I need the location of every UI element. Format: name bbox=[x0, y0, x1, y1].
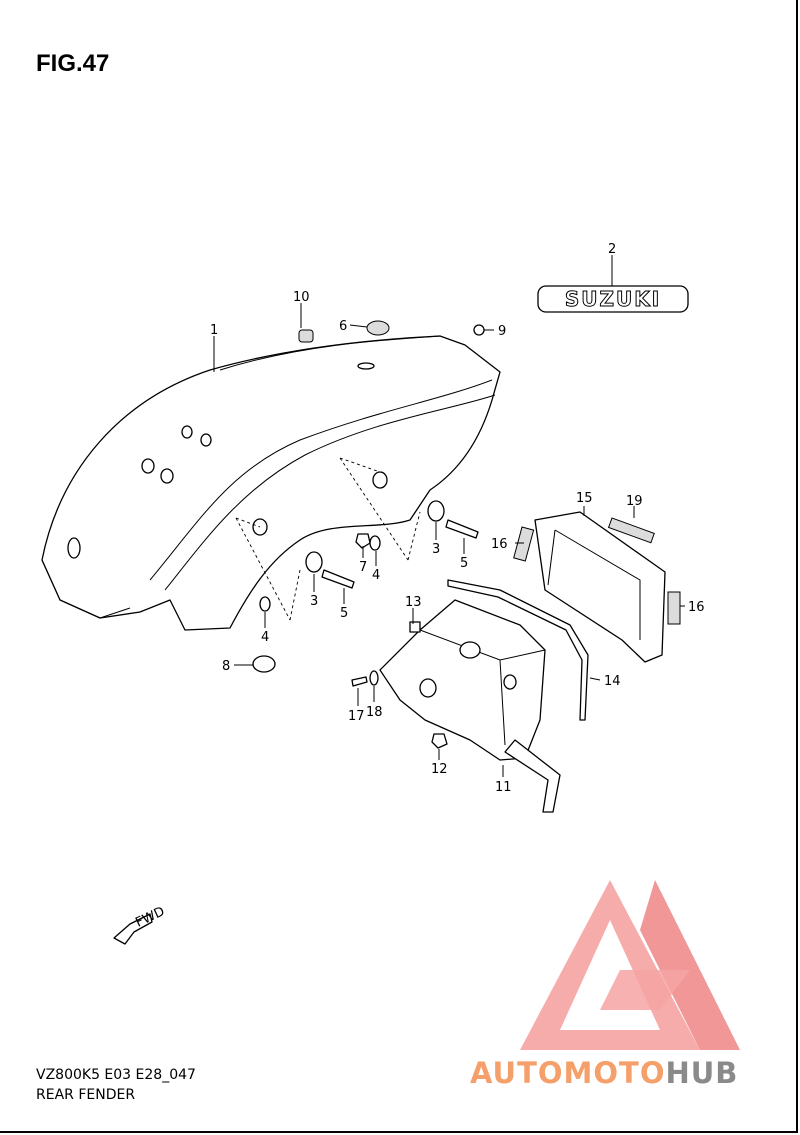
part-3-collar bbox=[305, 500, 445, 573]
callout-4: 4 bbox=[261, 630, 269, 645]
callout-16: 16 bbox=[491, 537, 508, 552]
part-11-mount bbox=[379, 599, 561, 813]
part-9-screw bbox=[473, 324, 485, 336]
part-10-nut bbox=[298, 329, 314, 343]
rear-fender bbox=[41, 335, 501, 631]
callout-8: 8 bbox=[222, 659, 230, 674]
part-7-nut bbox=[355, 533, 371, 549]
explode-guide bbox=[339, 457, 421, 561]
callout-17: 17 bbox=[348, 709, 365, 724]
fwd-marker: FWD bbox=[113, 904, 167, 945]
callout-3: 3 bbox=[432, 542, 440, 557]
figure-title: FIG.47 bbox=[36, 50, 110, 77]
part-4-washer bbox=[259, 535, 381, 612]
callout-4: 4 bbox=[372, 568, 380, 583]
callout-16: 16 bbox=[688, 600, 705, 615]
callout-6: 6 bbox=[339, 319, 347, 334]
callout-7: 7 bbox=[359, 560, 367, 575]
part-5-bolt bbox=[321, 519, 479, 589]
callout-15: 15 bbox=[576, 491, 593, 506]
callout-11: 11 bbox=[495, 780, 512, 795]
watermark-logo bbox=[520, 880, 740, 1050]
part-16-pad bbox=[513, 526, 681, 625]
callout-10: 10 bbox=[293, 290, 310, 305]
callout-5: 5 bbox=[460, 556, 468, 571]
callout-12: 12 bbox=[431, 762, 448, 777]
callout-14: 14 bbox=[604, 674, 621, 689]
callout-19: 19 bbox=[626, 494, 643, 509]
part-17-screw bbox=[351, 676, 368, 687]
callout-13: 13 bbox=[405, 595, 422, 610]
callout-2: 2 bbox=[608, 242, 616, 257]
explode-guide bbox=[235, 517, 301, 621]
callout-9: 9 bbox=[498, 324, 506, 339]
part-14-stay bbox=[447, 579, 589, 721]
svg-text:FWD: FWD bbox=[133, 904, 167, 930]
part-18-washer bbox=[369, 670, 379, 686]
callout-1: 1 bbox=[210, 323, 218, 338]
callout-3: 3 bbox=[310, 594, 318, 609]
part-15-bracket bbox=[534, 511, 666, 663]
callout-5: 5 bbox=[340, 606, 348, 621]
callout-18: 18 bbox=[366, 705, 383, 720]
watermark-brand: AUTOMOTOHUB bbox=[470, 1056, 738, 1090]
part-6-grommet bbox=[366, 320, 390, 336]
part-12-bolt bbox=[431, 733, 448, 749]
model-code: VZ800K5 E03 E28_047 bbox=[36, 1067, 196, 1083]
part-2-emblem: SUZUKI bbox=[537, 285, 689, 313]
emblem-text: SUZUKI bbox=[565, 287, 661, 311]
section-name: REAR FENDER bbox=[36, 1087, 136, 1103]
part-8-plug bbox=[252, 655, 276, 673]
callouts bbox=[213, 255, 685, 777]
